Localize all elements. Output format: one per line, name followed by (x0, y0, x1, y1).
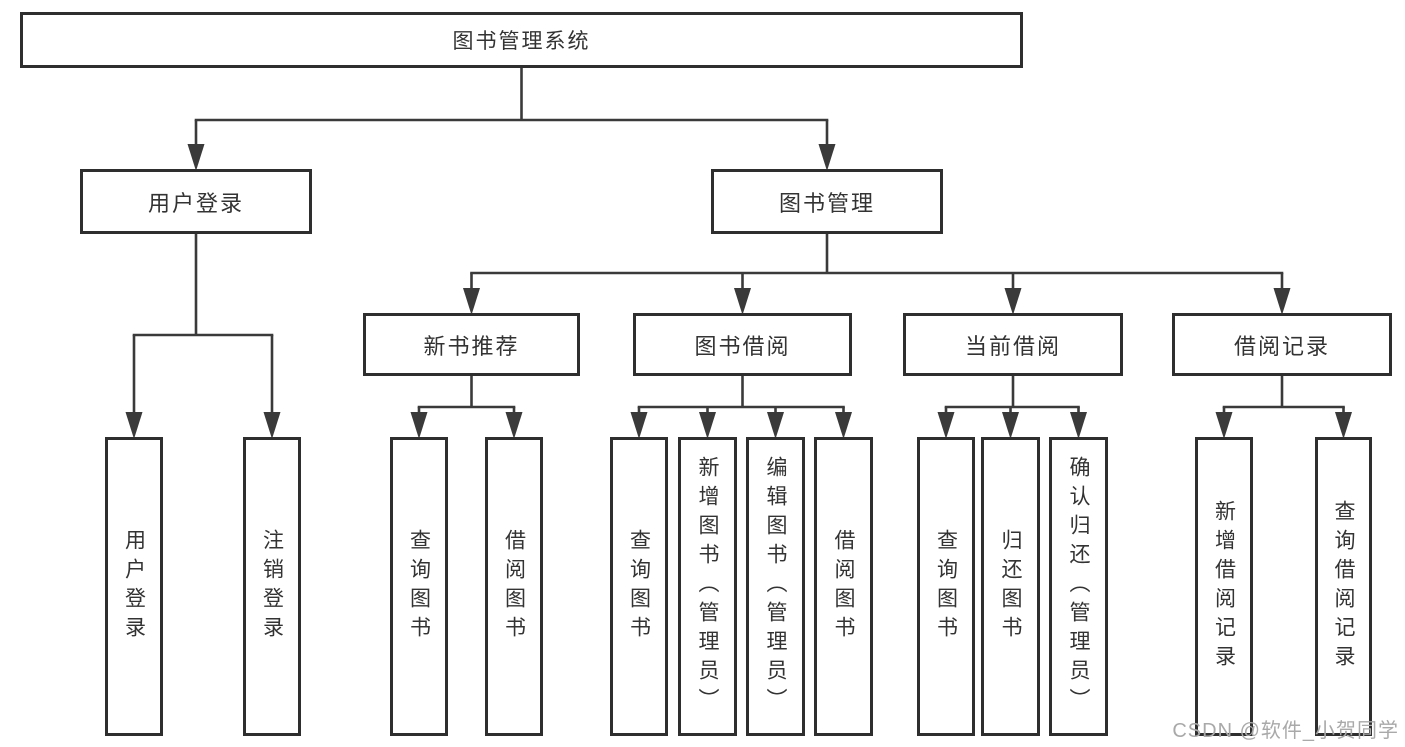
arrowhead-down-icon (263, 412, 281, 439)
arrowhead-down-icon (125, 412, 143, 439)
node-leaf-bb-borrow: 借阅图书 (814, 437, 873, 736)
arrowhead-down-icon (410, 412, 428, 439)
node-label: 图书管理系统 (452, 30, 591, 53)
arrowhead-down-icon (1070, 412, 1087, 439)
node-leaf-nb-query: 查询图书 (390, 437, 448, 736)
node-label: 图书借阅 (694, 333, 791, 359)
node-label: 图书管理 (778, 190, 875, 216)
node-label: 新增图书（管理员） (696, 456, 720, 717)
node-label: 查询图书 (407, 528, 431, 645)
node-label: 查询图书 (934, 528, 958, 645)
arrowhead-down-icon (767, 412, 784, 439)
node-label: 新增借阅记录 (1212, 499, 1236, 674)
node-label: 借阅图书 (502, 528, 526, 645)
arrowhead-down-icon (937, 412, 955, 439)
node-label: 用户登录 (147, 190, 244, 216)
node-label: 编辑图书（管理员） (764, 456, 788, 717)
arrowhead-down-icon (505, 412, 523, 439)
node-label: 用户登录 (122, 528, 146, 645)
node-leaf-cb-confirm: 确认归还（管理员） (1049, 437, 1108, 736)
arrowhead-down-icon (818, 144, 836, 171)
node-label: 当前借阅 (964, 333, 1061, 359)
arrowhead-down-icon (187, 144, 205, 171)
node-leaf-nb-borrow: 借阅图书 (485, 437, 543, 736)
arrowhead-down-icon (1004, 288, 1022, 315)
node-leaf-bb-add: 新增图书（管理员） (678, 437, 737, 736)
node-leaf-cb-return: 归还图书 (981, 437, 1040, 736)
node-label: 确认归还（管理员） (1067, 456, 1091, 717)
watermark: CSDN @软件_小贺同学 (1172, 720, 1399, 742)
node-label: 借阅记录 (1233, 333, 1330, 359)
node-label: 归还图书 (999, 528, 1023, 645)
node-label: 注销登录 (260, 528, 284, 645)
node-borrow-records: 借阅记录 (1172, 313, 1392, 376)
arrowhead-down-icon (630, 412, 648, 439)
node-leaf-user-login: 用户登录 (105, 437, 163, 736)
node-leaf-logout: 注销登录 (243, 437, 301, 736)
node-label: 新书推荐 (423, 333, 520, 359)
arrowhead-down-icon (1273, 288, 1291, 315)
node-label: 查询借阅记录 (1332, 499, 1356, 674)
node-leaf-bb-edit: 编辑图书（管理员） (746, 437, 805, 736)
node-label: 查询图书 (627, 528, 651, 645)
node-root: 图书管理系统 (20, 12, 1023, 68)
node-label: 借阅图书 (832, 528, 856, 645)
node-current-borrow: 当前借阅 (903, 313, 1123, 376)
arrowhead-down-icon (1215, 412, 1233, 439)
arrowhead-down-icon (835, 412, 852, 439)
node-new-books: 新书推荐 (363, 313, 580, 376)
arrowhead-down-icon (699, 412, 716, 439)
node-leaf-bb-query: 查询图书 (610, 437, 668, 736)
arrowhead-down-icon (463, 288, 480, 315)
arrowhead-down-icon (1335, 412, 1352, 439)
node-book-mgmt: 图书管理 (711, 169, 943, 234)
node-leaf-cb-query: 查询图书 (917, 437, 975, 736)
arrowhead-down-icon (1002, 412, 1019, 439)
node-leaf-br-add: 新增借阅记录 (1195, 437, 1253, 736)
node-user-login: 用户登录 (80, 169, 312, 234)
node-book-borrow: 图书借阅 (633, 313, 852, 376)
arrowhead-down-icon (734, 288, 751, 315)
node-leaf-br-query: 查询借阅记录 (1315, 437, 1372, 736)
